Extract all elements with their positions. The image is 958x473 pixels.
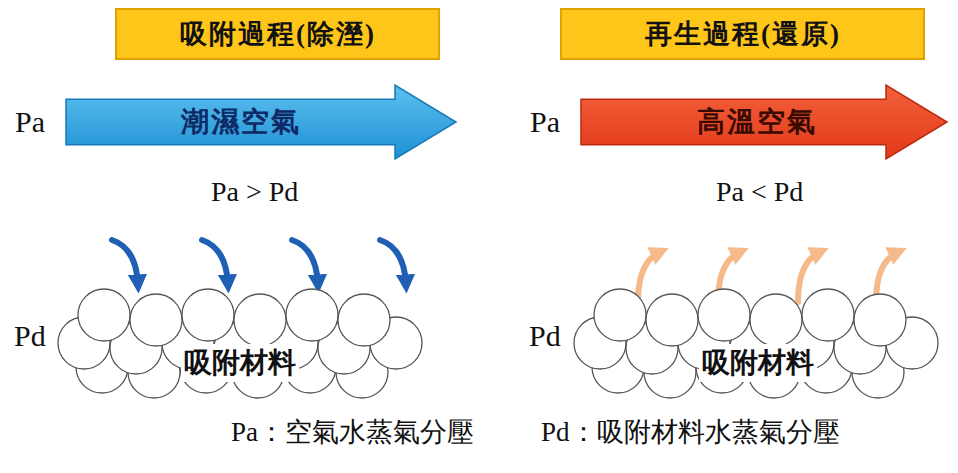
particle <box>338 294 390 346</box>
adsorb-arrows <box>112 240 406 284</box>
particle <box>130 294 182 346</box>
air-arrow: 高溫空氣 <box>580 84 948 160</box>
pressure-symbol: Pd <box>14 319 46 353</box>
pressure-symbol: Pd <box>529 319 561 353</box>
particle <box>182 289 234 341</box>
legend-note: Pd：吸附材料水蒸氣分壓 <box>541 414 840 450</box>
title-text: 再生過程(還原) <box>645 16 841 52</box>
pressure-relation: Pa > Pd <box>211 176 298 208</box>
material-text: 吸附材料 <box>181 344 299 382</box>
particle <box>234 294 286 346</box>
material-text: 吸附材料 <box>699 344 817 382</box>
adsorbent-material: 吸附材料 <box>62 283 418 395</box>
particle <box>78 289 130 341</box>
adsorbent-material: 吸附材料 <box>578 283 938 395</box>
arrow-text: 潮濕空氣 <box>181 103 301 141</box>
particle <box>750 294 802 346</box>
title-text: 吸附過程(除溼) <box>180 16 376 52</box>
particle <box>594 289 646 341</box>
particle <box>854 294 906 346</box>
pressure-symbol: Pa <box>530 105 560 139</box>
pressure-relation: Pa < Pd <box>716 176 803 208</box>
arrow-text: 高溫空氣 <box>697 103 817 141</box>
particle <box>802 289 854 341</box>
air-arrow: 潮濕空氣 <box>65 84 457 160</box>
particle <box>646 294 698 346</box>
pressure-symbol: Pa <box>15 105 45 139</box>
legend-note: Pa：空氣水蒸氣分壓 <box>231 414 474 450</box>
title-box: 吸附過程(除溼) <box>115 8 440 60</box>
title-box: 再生過程(還原) <box>560 8 925 60</box>
particle <box>286 289 338 341</box>
arrow-body <box>66 85 456 159</box>
arrow-body <box>581 85 947 159</box>
particle <box>698 289 750 341</box>
